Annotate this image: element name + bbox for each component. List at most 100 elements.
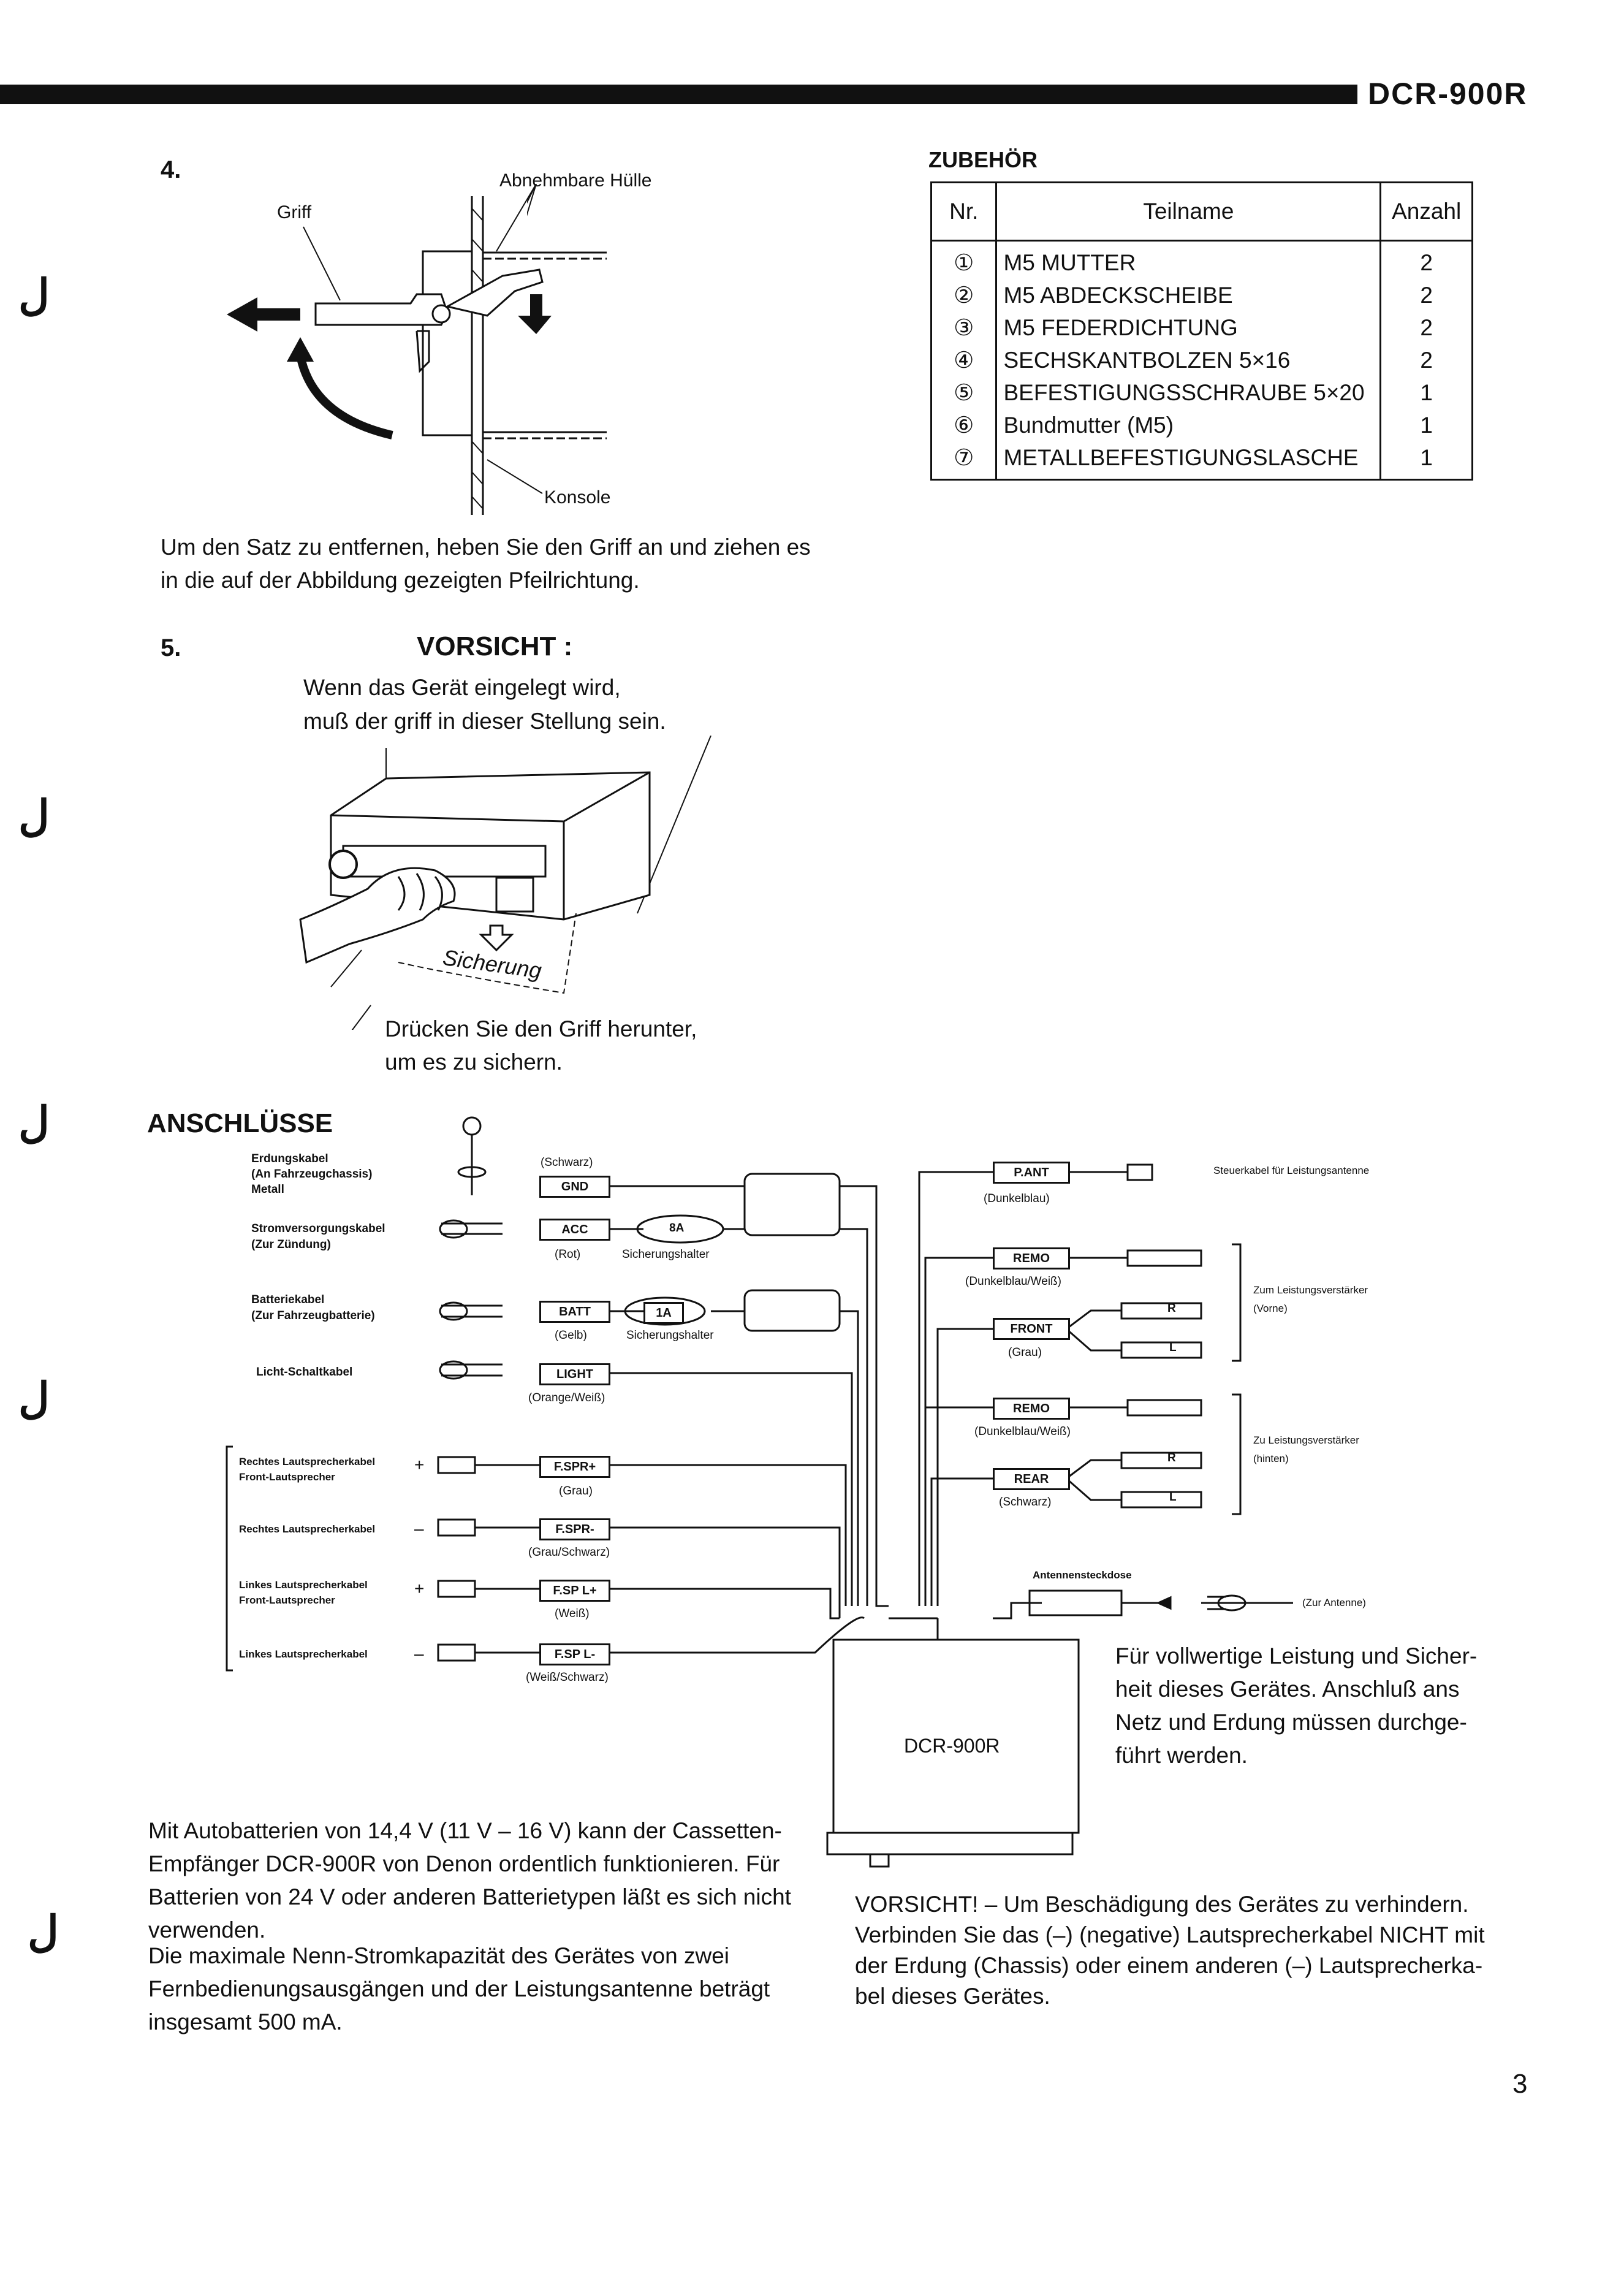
part-name: BEFESTIGUNGSSCHRAUBE 5×20 <box>1003 380 1365 405</box>
fspr-neg-color: (Grau/Schwarz) <box>528 1546 610 1559</box>
pant-color: (Dunkelblau) <box>984 1192 1050 1205</box>
batt-desc-2: (Zur Fahrzeugbatterie) <box>251 1309 375 1322</box>
acc-color: (Rot) <box>555 1248 581 1261</box>
column-header-name: Teilname <box>995 181 1382 242</box>
remo-front-color: (Dunkelblau/Weiß) <box>965 1275 1061 1288</box>
step-4-instruction-line-2: in die auf der Abbildung gezeigten Pfeil… <box>161 568 640 593</box>
part-qty: 1 <box>1420 380 1433 405</box>
rear-desc-1: Zu Leistungsverstärker <box>1253 1434 1359 1446</box>
step-5-press-line-2: um es zu sichern. <box>385 1049 563 1075</box>
fspl-neg-color: (Weiß/Schwarz) <box>526 1671 609 1684</box>
battery-text-line-2: Empfänger DCR-900R von Denon ordentlich … <box>148 1851 780 1876</box>
part-qty: 1 <box>1420 413 1433 438</box>
rear-color: (Schwarz) <box>999 1496 1052 1509</box>
caution-line-1: VORSICHT! – Um Beschädigung des Gerätes … <box>855 1892 1469 1917</box>
part-name: METALLBEFESTIGUNGSLASCHE <box>1003 445 1359 470</box>
fspr-pos-sign: + <box>414 1455 425 1474</box>
part-name: SECHSKANTBOLZEN 5×16 <box>1003 348 1291 373</box>
caution-line-3: der Erdung (Chassis) oder einem anderen … <box>855 1953 1483 1978</box>
fspl-pos-desc-1: Linkes Lautsprecherkabel <box>239 1579 368 1591</box>
column-header-nr: Nr. <box>930 181 998 242</box>
battery-text-line-7: insgesamt 500 mA. <box>148 2009 343 2034</box>
part-nr: ⑦ <box>954 445 974 470</box>
margin-mark: ل <box>18 1098 50 1146</box>
battery-text-line-3: Batterien von 24 V oder anderen Batterie… <box>148 1884 791 1909</box>
batt-fuse: 1A <box>643 1302 684 1324</box>
label-removable-cover: Abnehmbare Hülle <box>499 170 652 191</box>
cover-pointer-line <box>527 184 537 216</box>
rear-r: R <box>1167 1452 1176 1464</box>
part-nr: ④ <box>954 348 974 373</box>
ground-desc-1: Erdungskabel <box>251 1152 328 1165</box>
ground-desc-2: (An Fahrzeugchassis) <box>251 1168 373 1181</box>
acc-fuse-label: Sicherungshalter <box>622 1248 710 1261</box>
wire-tag-fspr-neg: F.SPR- <box>539 1518 610 1540</box>
column-header-qty: Anzahl <box>1379 181 1473 242</box>
rear-l: L <box>1169 1491 1177 1504</box>
step-5-press-line-1: Drücken Sie den Griff herunter, <box>385 1016 697 1041</box>
fspl-pos-desc-2: Front-Lautsprecher <box>239 1594 335 1606</box>
antenna-to-label: (Zur Antenne) <box>1302 1597 1366 1608</box>
front-desc-2: (Vorne) <box>1253 1303 1288 1314</box>
caution-line-4: bel dieses Gerätes. <box>855 1984 1050 2009</box>
antenna-socket-label: Antennensteckdose <box>1033 1569 1132 1581</box>
batt-fuse-label: Sicherungshalter <box>626 1329 714 1342</box>
remo-rear-color: (Dunkelblau/Weiß) <box>974 1425 1071 1438</box>
fspl-neg-sign: – <box>414 1644 424 1663</box>
model-name: DCR-900R <box>1368 77 1528 111</box>
part-nr: ⑥ <box>954 413 974 438</box>
wire-tag-light: LIGHT <box>539 1363 610 1385</box>
connections-title: ANSCHLÜSSE <box>147 1108 333 1138</box>
front-color: (Grau) <box>1008 1346 1042 1359</box>
step-5-caution-title: VORSICHT : <box>417 631 573 661</box>
label-console: Konsole <box>544 487 611 508</box>
fspr-pos-color: (Grau) <box>559 1485 593 1498</box>
batt-desc-1: Batteriekabel <box>251 1293 325 1306</box>
light-desc: Licht-Schaltkabel <box>256 1366 353 1379</box>
part-nr: ③ <box>954 315 974 340</box>
wire-tag-gnd: GND <box>539 1176 610 1198</box>
part-nr: ② <box>954 283 974 308</box>
wire-tag-fspl-neg: F.SP L- <box>539 1643 610 1665</box>
battery-text-line-5: Die maximale Nenn-Stromkapazität des Ger… <box>148 1943 729 1968</box>
wire-tag-fspr-pos: F.SPR+ <box>539 1456 610 1478</box>
part-qty: 1 <box>1420 445 1433 470</box>
wire-tag-rear: REAR <box>993 1468 1070 1490</box>
front-l: L <box>1169 1341 1177 1354</box>
part-name: Bundmutter (M5) <box>1003 413 1174 438</box>
label-handle: Griff <box>277 202 312 223</box>
acc-fuse: 8A <box>669 1222 685 1235</box>
pant-desc: Steuerkabel für Leistungsantenne <box>1213 1165 1370 1176</box>
margin-mark: ل <box>18 1374 50 1422</box>
connections-note-line-4: führt werden. <box>1115 1743 1248 1768</box>
margin-mark: ل <box>18 271 50 319</box>
acc-desc-1: Stromversorgungskabel <box>251 1222 385 1235</box>
wire-tag-fspl-pos: F.SP L+ <box>539 1580 610 1602</box>
margin-mark: ل <box>18 792 50 840</box>
part-qty: 2 <box>1420 283 1433 308</box>
battery-text-line-1: Mit Autobatterien von 14,4 V (11 V – 16 … <box>148 1818 782 1843</box>
fspl-pos-sign: + <box>414 1579 425 1598</box>
wire-tag-front: FRONT <box>993 1318 1070 1340</box>
connections-note-line-3: Netz und Erdung müssen durchge- <box>1115 1710 1467 1735</box>
caution-line-2: Verbinden Sie das (–) (negative) Lautspr… <box>855 1922 1485 1947</box>
fspr-pos-desc-2: Front-Lautsprecher <box>239 1471 335 1483</box>
part-nr: ⑤ <box>954 380 974 405</box>
part-name: M5 FEDERDICHTUNG <box>1003 315 1238 340</box>
part-name: M5 ABDECKSCHEIBE <box>1003 283 1233 308</box>
step-5-caution-line-1: Wenn das Gerät eingelegt wird, <box>303 675 621 700</box>
step-5-number: 5. <box>161 634 181 661</box>
connections-note-line-2: heit dieses Gerätes. Anschluß ans <box>1115 1677 1460 1702</box>
part-qty: 2 <box>1420 348 1433 373</box>
part-nr: ① <box>954 250 974 275</box>
wire-tag-remo-rear: REMO <box>993 1398 1070 1420</box>
part-qty: 2 <box>1420 250 1433 275</box>
unit-insertion-illustration <box>299 736 711 1030</box>
wire-tag-pant: P.ANT <box>993 1162 1070 1184</box>
accessories-table: Nr. Teilname Anzahl ① ② ③ ④ ⑤ ⑥ ⑦ M5 MUT… <box>930 181 1473 481</box>
page-number: 3 <box>1512 2069 1528 2099</box>
fspr-neg-desc: Rechtes Lautsprecherkabel <box>239 1523 376 1535</box>
acc-desc-2: (Zur Zündung) <box>251 1238 331 1251</box>
ground-desc-3: Metall <box>251 1183 284 1196</box>
